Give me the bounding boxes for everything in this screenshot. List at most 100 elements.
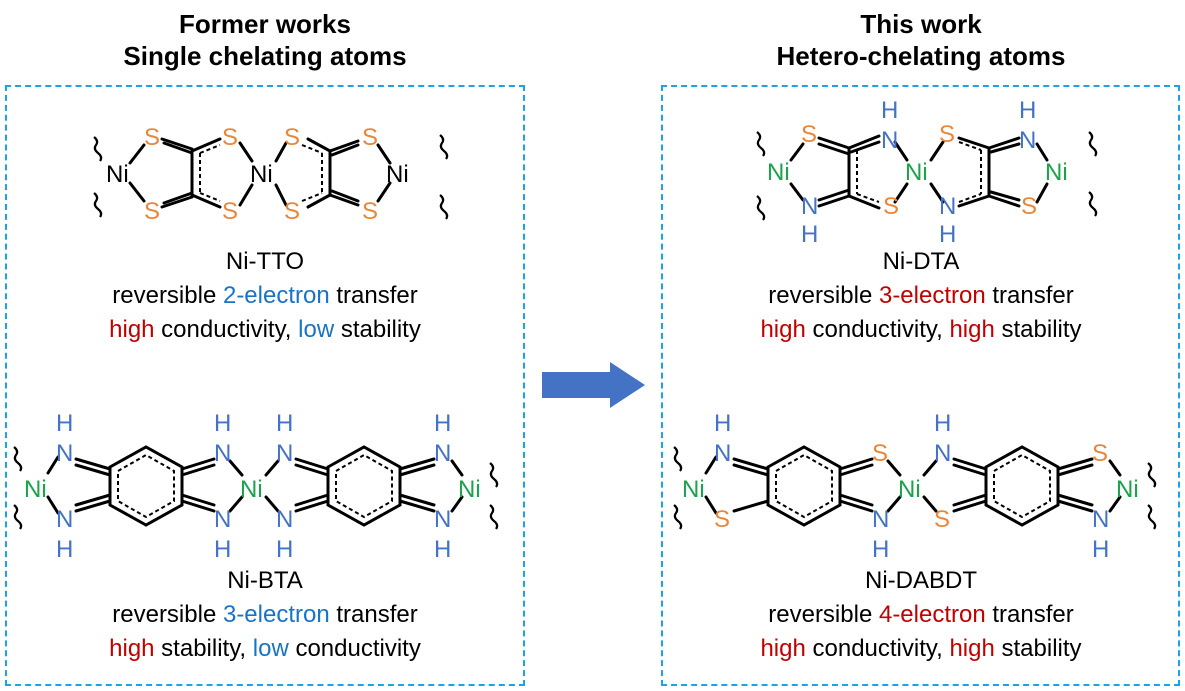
property-level: low xyxy=(298,316,335,343)
atom-s: S xyxy=(1092,440,1108,467)
transfer-prefix: reversible xyxy=(112,601,223,628)
atom-s: S xyxy=(714,506,730,533)
electron-count: 2-electron xyxy=(222,282,330,309)
atom-h: H xyxy=(939,221,956,248)
atom-h: H xyxy=(56,536,73,563)
atom-n: N xyxy=(214,506,231,533)
ni-bta-name: Ni-BTA xyxy=(227,567,303,594)
atom-n: N xyxy=(56,506,73,533)
atom-ni: Ni xyxy=(106,161,129,188)
property-name: conductivity xyxy=(288,635,421,662)
ni-bta-properties: high stability, low conductivity xyxy=(5,632,525,666)
ni-bta-structure: H N N H Ni H N N H Ni H N N H H N N H Ni xyxy=(13,410,499,563)
electron-count: 3-electron xyxy=(878,282,986,309)
transfer-suffix: transfer xyxy=(985,282,1074,309)
atom-ni: Ni xyxy=(1116,476,1139,503)
atom-s: S xyxy=(362,124,378,151)
transfer-prefix: reversible xyxy=(112,282,223,309)
property-name: conductivity, xyxy=(154,316,299,343)
right-panel xyxy=(661,85,1180,686)
atom-ni: Ni xyxy=(905,159,928,186)
ni-tto-caption: Ni-TTO reversible 2-electron transfer hi… xyxy=(5,245,525,347)
atom-s: S xyxy=(284,198,300,225)
atom-ni: Ni xyxy=(767,159,790,186)
atom-h: H xyxy=(714,410,731,437)
electron-count: 4-electron xyxy=(878,601,986,628)
atom-h: H xyxy=(872,536,889,563)
atom-n: N xyxy=(801,193,818,220)
atom-ni: Ni xyxy=(1045,159,1068,186)
atom-s: S xyxy=(801,121,817,148)
atom-h: H xyxy=(434,536,451,563)
atom-n: N xyxy=(1019,127,1036,154)
left-heading-line-1: Former works xyxy=(179,9,351,39)
atom-h: H xyxy=(1092,536,1109,563)
atom-s: S xyxy=(362,198,378,225)
atom-s: S xyxy=(939,121,955,148)
atom-n: N xyxy=(872,506,889,533)
right-arrow-icon xyxy=(542,362,645,408)
ni-dta-structure: S N H Ni H N S Ni S N H H N S Ni xyxy=(756,97,1098,248)
property-name: stability, xyxy=(154,635,253,662)
ni-dabdt-structure: H N S Ni S N H Ni H N S S N H Ni xyxy=(673,410,1157,563)
ni-tto-name: Ni-TTO xyxy=(225,248,305,275)
atom-h: H xyxy=(276,536,293,563)
atom-n: N xyxy=(1092,506,1109,533)
property-level: high xyxy=(109,635,155,662)
atom-ni: Ni xyxy=(250,161,273,188)
ni-bta-transfer: reversible 3-electron transfer xyxy=(5,598,525,632)
atom-n: N xyxy=(434,506,451,533)
right-heading-line-1: This work xyxy=(860,9,982,39)
atom-h: H xyxy=(934,410,951,437)
transfer-prefix: reversible xyxy=(768,601,879,628)
property-level: low xyxy=(252,635,289,662)
property-name: stability xyxy=(994,316,1082,343)
ni-dabdt-name: Ni-DABDT xyxy=(865,567,977,594)
ni-tto-structure: S S S S S S S S Ni Ni Ni xyxy=(93,124,449,225)
left-heading: Former works Single chelating atoms xyxy=(5,8,525,72)
atom-s: S xyxy=(222,124,238,151)
atom-ni: Ni xyxy=(682,476,705,503)
ni-dta-properties: high conductivity, high stability xyxy=(661,313,1181,347)
atom-n: N xyxy=(714,440,731,467)
property-level: high xyxy=(760,316,806,343)
atom-s: S xyxy=(934,506,950,533)
ni-tto-transfer: reversible 2-electron transfer xyxy=(5,279,525,313)
atom-h: H xyxy=(276,410,293,437)
atom-ni: Ni xyxy=(898,476,921,503)
atom-n: N xyxy=(214,440,231,467)
right-heading: This work Hetero-chelating atoms xyxy=(661,8,1181,72)
transfer-suffix: transfer xyxy=(329,601,418,628)
atom-h: H xyxy=(434,410,451,437)
atom-ni: Ni xyxy=(458,476,481,503)
atom-n: N xyxy=(881,127,898,154)
atom-s: S xyxy=(872,440,888,467)
atom-ni: Ni xyxy=(24,476,47,503)
transfer-suffix: transfer xyxy=(329,282,418,309)
property-name: conductivity, xyxy=(805,316,950,343)
right-heading-line-2: Hetero-chelating atoms xyxy=(776,41,1066,71)
atom-ni: Ni xyxy=(240,476,263,503)
transfer-suffix: transfer xyxy=(985,601,1074,628)
atom-h: H xyxy=(1019,97,1036,124)
atom-n: N xyxy=(276,440,293,467)
ni-dta-name: Ni-DTA xyxy=(882,248,960,275)
ni-dta-transfer: reversible 3-electron transfer xyxy=(661,279,1181,313)
ni-bta-caption: Ni-BTA reversible 3-electron transfer hi… xyxy=(5,564,525,666)
atom-n: N xyxy=(434,440,451,467)
atom-s: S xyxy=(144,124,160,151)
ni-tto-properties: high conductivity, low stability xyxy=(5,313,525,347)
ni-dabdt-transfer: reversible 4-electron transfer xyxy=(661,598,1181,632)
atom-s: S xyxy=(1021,193,1037,220)
atom-h: H xyxy=(801,221,818,248)
property-name: conductivity, xyxy=(805,635,950,662)
atom-s: S xyxy=(144,198,160,225)
left-panel xyxy=(5,85,525,686)
left-heading-line-2: Single chelating atoms xyxy=(123,41,407,71)
ni-dabdt-caption: Ni-DABDT reversible 4-electron transfer … xyxy=(661,564,1181,666)
atom-h: H xyxy=(214,536,231,563)
property-name: stability xyxy=(994,635,1082,662)
atom-s: S xyxy=(883,193,899,220)
atom-s: S xyxy=(222,198,238,225)
ni-dabdt-properties: high conductivity, high stability xyxy=(661,632,1181,666)
